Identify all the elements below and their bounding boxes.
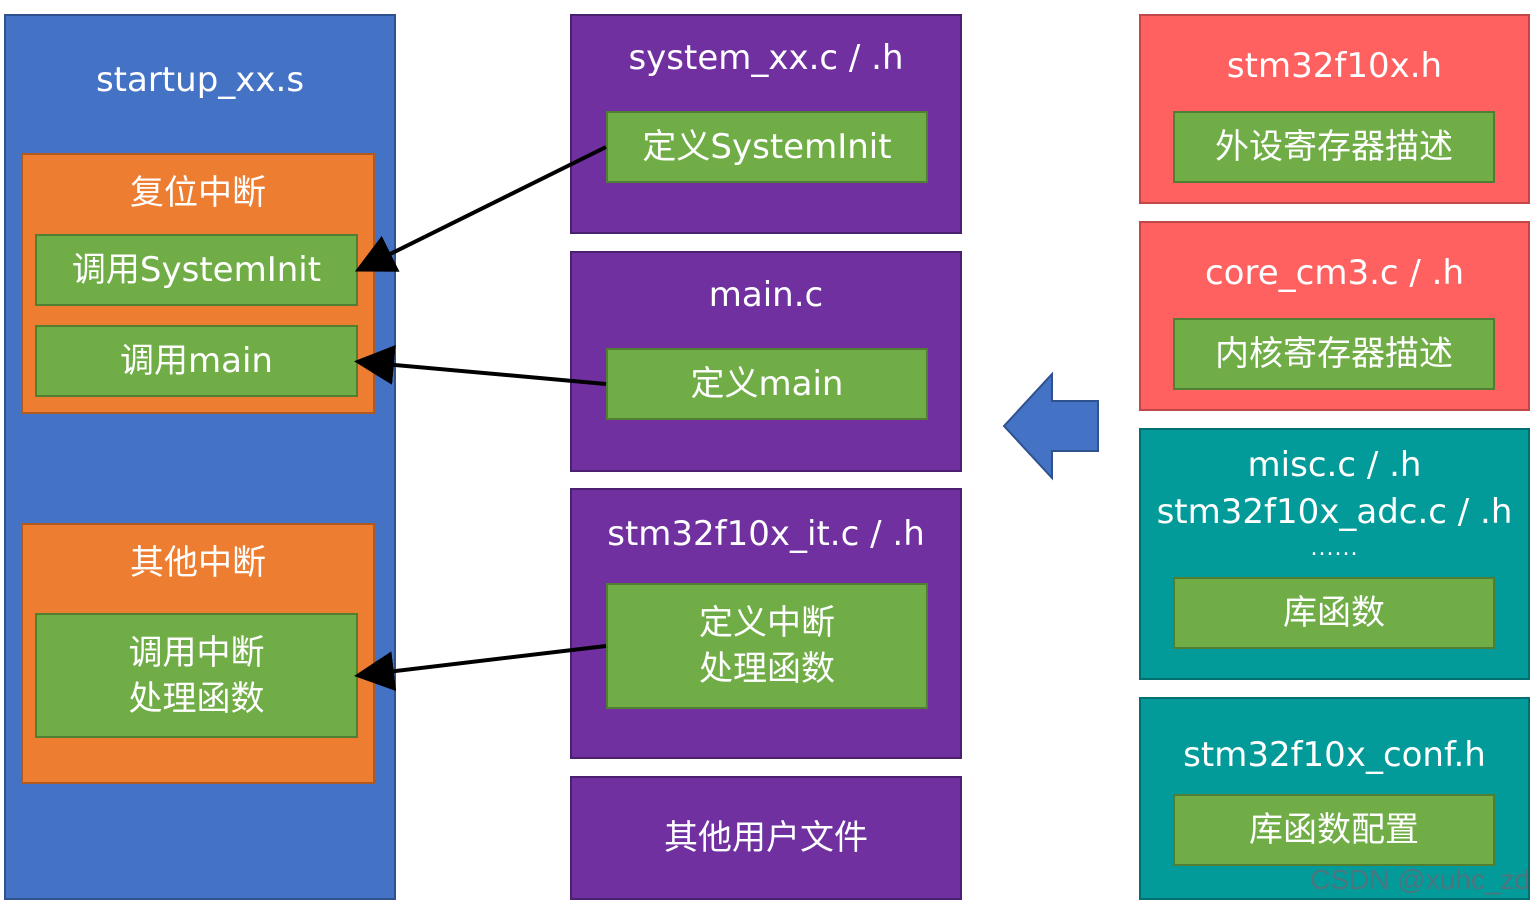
arrow-main (354, 344, 607, 386)
library-functions-item: 库函数 (1173, 577, 1495, 649)
watermark: CSDN @xuhc_zd (1310, 864, 1530, 895)
main-file-title: main.c (708, 275, 824, 315)
define-main-item: 定义main (606, 348, 928, 420)
library-files-title: misc.c / .h stm32f10x_adc.c / .h (1156, 445, 1513, 532)
conf-header-title: stm32f10x_conf.h (1183, 735, 1486, 775)
define-systeminit-item: 定义SystemInit (606, 111, 928, 183)
system-file-title: system_xx.c / .h (628, 38, 904, 78)
library-config-item: 库函数配置 (1173, 794, 1495, 866)
arrow-interrupt-handler (354, 644, 607, 692)
call-systeminit-item: 调用SystemInit (35, 234, 358, 306)
other-user-files-title: 其他用户文件 (664, 818, 868, 858)
call-interrupt-handler-item: 调用中断 处理函数 (35, 613, 358, 738)
peripheral-register-description-item: 外设寄存器描述 (1173, 111, 1495, 183)
core-register-description-item: 内核寄存器描述 (1173, 318, 1495, 390)
core-cm3-title: core_cm3.c / .h (1204, 253, 1465, 293)
stm32f10x-header-title: stm32f10x.h (1226, 46, 1443, 86)
call-main-item: 调用main (35, 325, 358, 397)
arrow-systeminit (354, 145, 607, 272)
startup-file-title: startup_xx.s (95, 60, 305, 100)
big-left-arrow-icon (1002, 371, 1099, 481)
define-interrupt-handler-item: 定义中断 处理函数 (606, 583, 928, 709)
it-file-title: stm32f10x_it.c / .h (607, 514, 925, 554)
reset-interrupt-title: 复位中断 (130, 173, 266, 213)
other-interrupt-title: 其他中断 (130, 543, 266, 583)
other-user-files-panel: 其他用户文件 (570, 776, 962, 900)
library-files-ellipsis: ...... (1310, 536, 1359, 561)
